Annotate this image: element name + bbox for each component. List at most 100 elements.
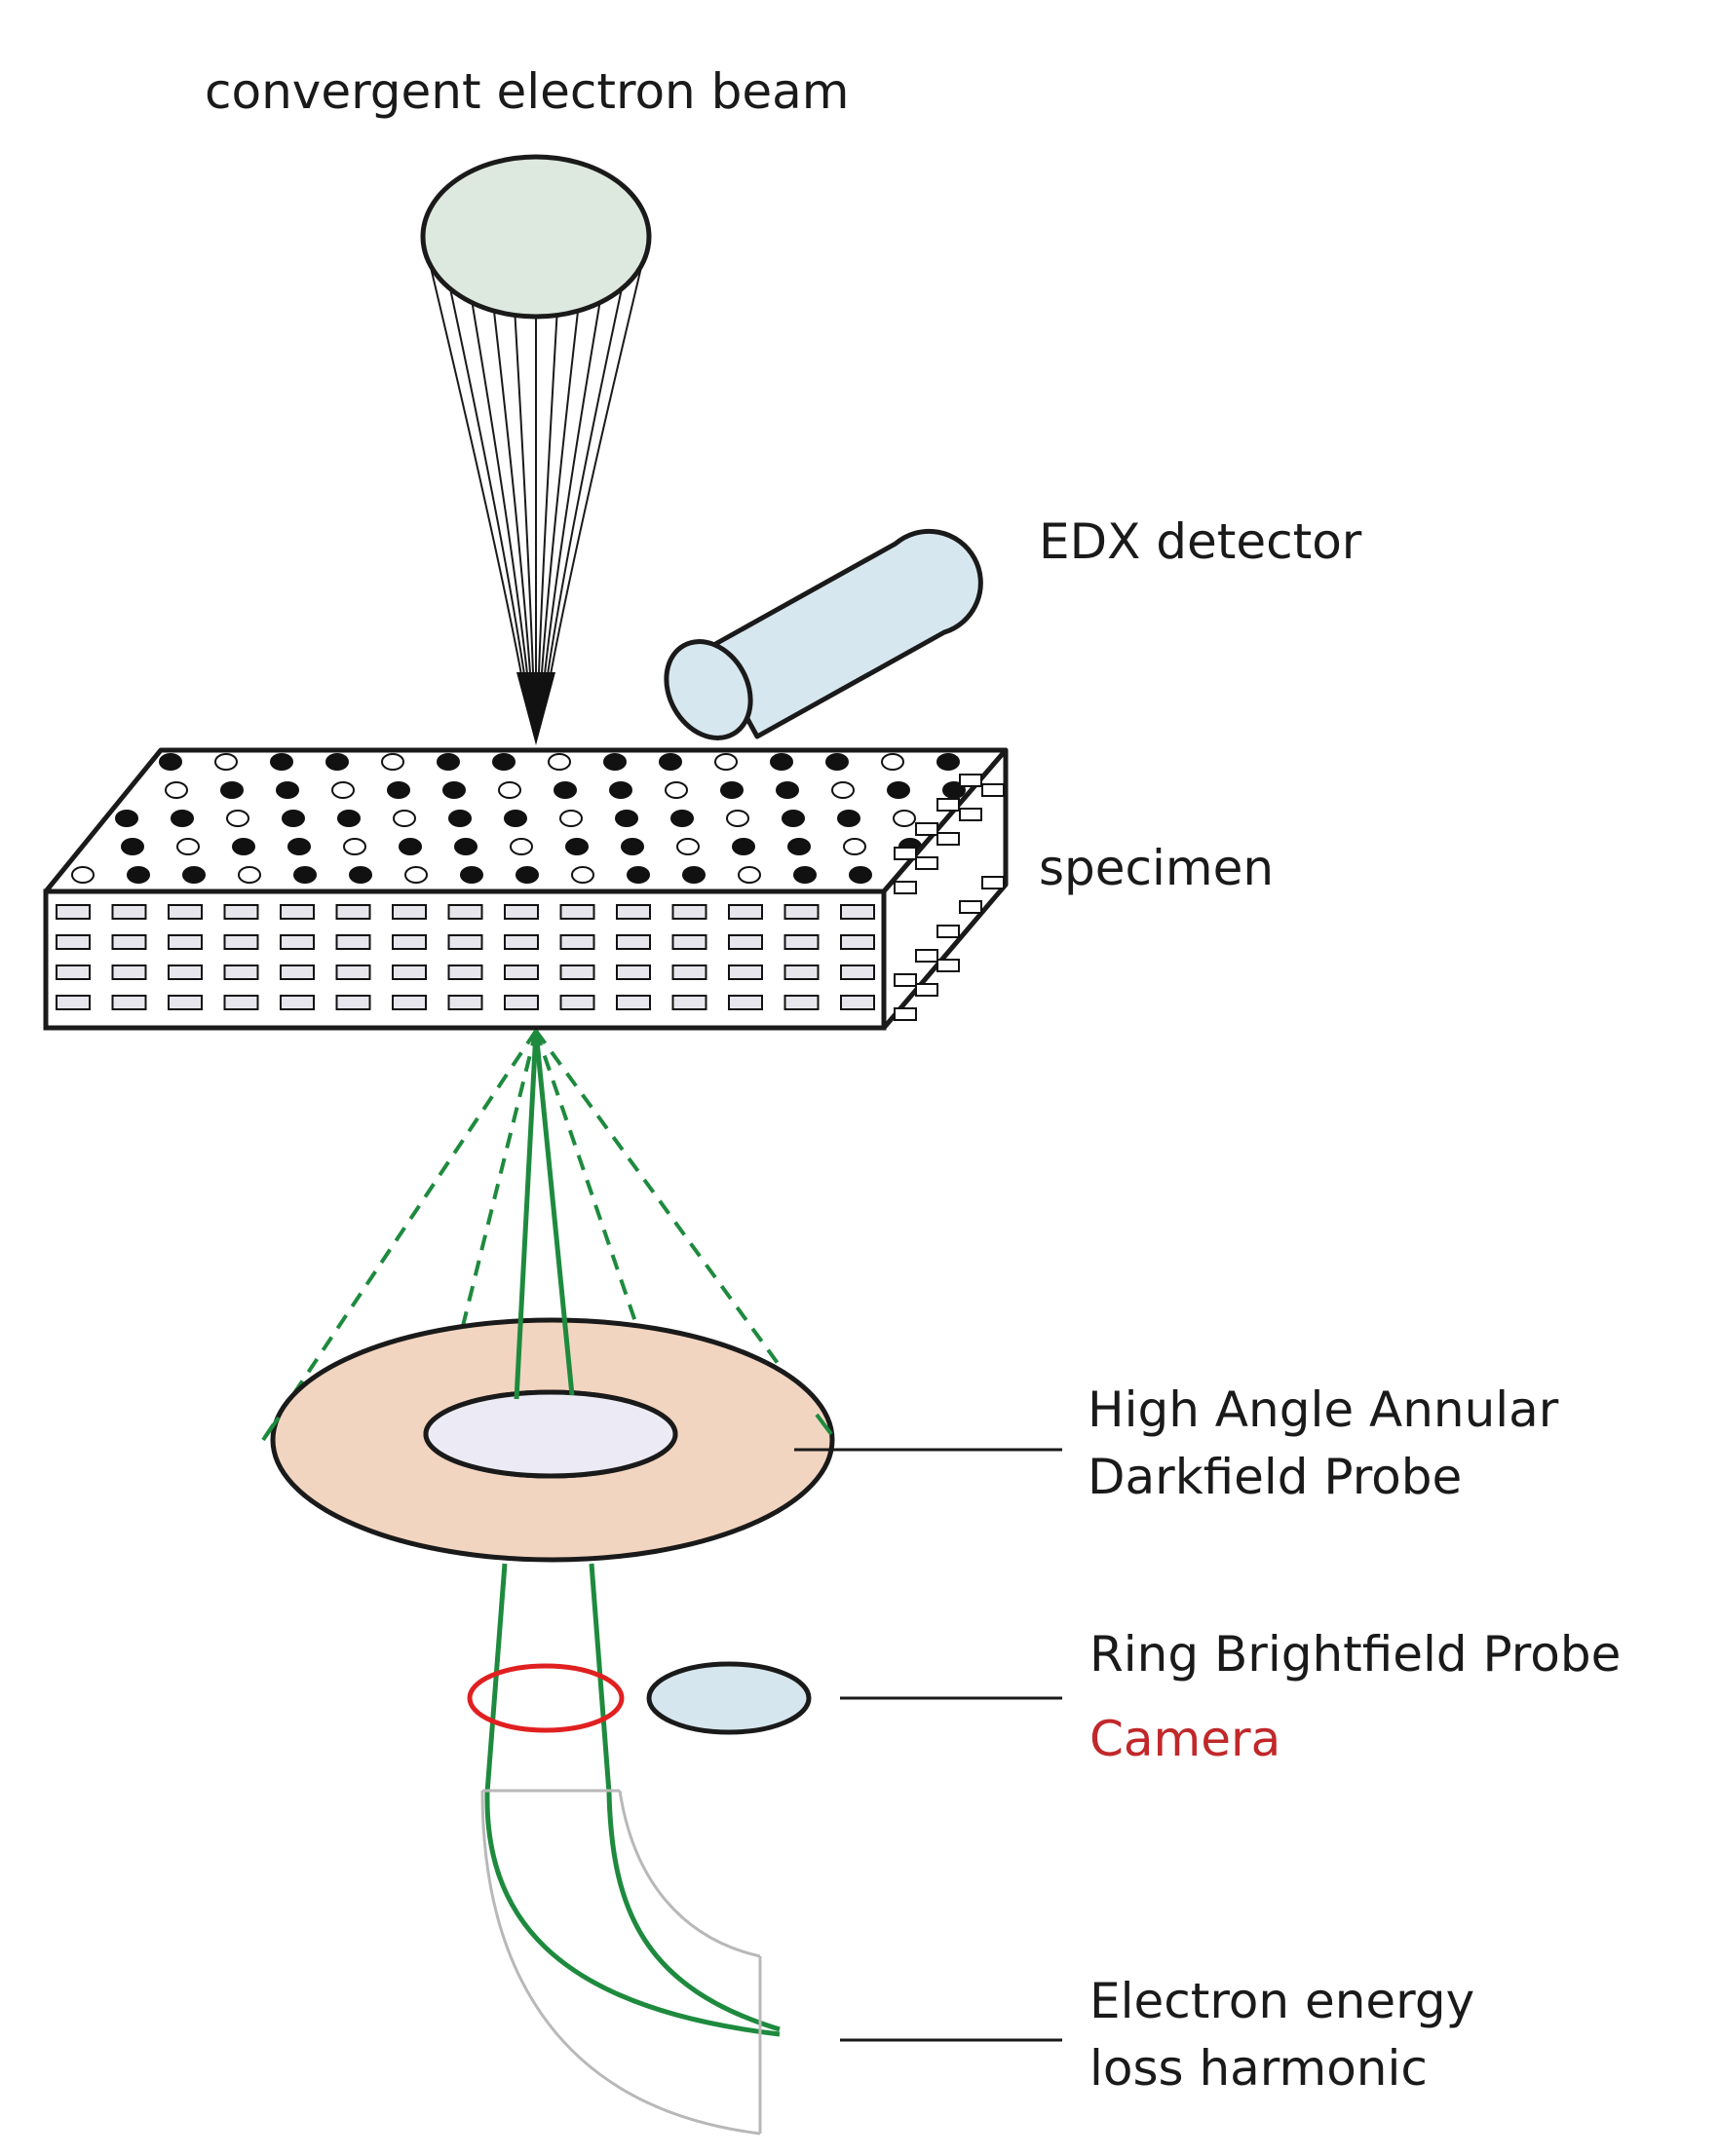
atom-site-filled <box>282 810 305 827</box>
lattice-cell <box>559 965 595 980</box>
label-edx-detector: EDX detector <box>1039 513 1362 570</box>
lattice-cell-side <box>894 847 917 860</box>
lattice-cell <box>223 904 259 920</box>
atom-site-open <box>881 753 904 771</box>
atom-site-filled <box>276 781 299 799</box>
beam-ray <box>425 246 524 683</box>
lattice-cell <box>728 965 763 980</box>
atom-site-open <box>548 753 571 771</box>
lattice-cell <box>335 904 371 920</box>
atom-site-filled <box>793 866 817 884</box>
atom-site-filled <box>437 753 460 771</box>
lattice-cell <box>728 904 763 920</box>
atom-site-open <box>714 753 738 771</box>
lattice-cell <box>168 995 203 1010</box>
atom-site-open <box>393 810 416 827</box>
atom-site-open <box>71 866 95 884</box>
lattice-cell <box>111 995 147 1010</box>
atom-site-open <box>238 866 261 884</box>
atom-site-filled <box>621 838 644 855</box>
atom-site-filled <box>720 781 744 799</box>
atom-site-open <box>214 753 238 771</box>
lattice-cell <box>447 934 483 950</box>
lattice-cell-side <box>915 949 938 963</box>
beam-focus-tip <box>516 672 555 745</box>
lattice-cell <box>671 934 707 950</box>
lattice-cell <box>447 965 483 980</box>
atom-site-filled <box>609 781 632 799</box>
lattice-cell <box>559 995 595 1010</box>
label-camera: Camera <box>1089 1711 1281 1767</box>
atom-site-filled <box>670 810 694 827</box>
lattice-cell <box>504 934 539 950</box>
atom-site-filled <box>293 866 317 884</box>
label-eels-line1: Electron energy <box>1089 1973 1475 2029</box>
lattice-cell <box>392 995 427 1010</box>
lattice-cell <box>56 995 91 1010</box>
atom-site-filled <box>682 866 706 884</box>
lattice-cell <box>56 934 91 950</box>
lattice-cell <box>504 904 539 920</box>
lattice-cell <box>559 934 595 950</box>
atom-site-filled <box>159 753 182 771</box>
label-convergent-electron-beam: convergent electron beam <box>205 63 850 120</box>
beam-source-disc <box>420 154 652 320</box>
lattice-cell <box>335 965 371 980</box>
atom-site-filled <box>770 753 793 771</box>
lattice-cell <box>783 965 820 980</box>
central-beams <box>514 1030 575 1400</box>
lattice-cell <box>280 904 315 920</box>
lattice-cell <box>223 965 259 980</box>
lattice-cell-side <box>894 1007 917 1021</box>
lattice-cell <box>392 904 427 920</box>
atom-site-filled <box>825 753 849 771</box>
lattice-cell <box>504 995 539 1010</box>
lattice-cell <box>111 934 147 950</box>
lattice-cell <box>223 934 259 950</box>
beam-ray <box>492 302 532 683</box>
edx-detector-icon <box>664 528 983 740</box>
atom-site-open <box>571 866 594 884</box>
atom-site-filled <box>887 781 910 799</box>
specimen-block <box>43 747 1009 1031</box>
atom-site-filled <box>504 810 527 827</box>
atom-site-filled <box>849 866 872 884</box>
lattice-cell-side <box>915 983 938 997</box>
atom-site-open <box>381 753 404 771</box>
lattice-cell <box>728 934 763 950</box>
atom-site-open <box>343 838 366 855</box>
lattice-cell <box>840 934 875 950</box>
atom-site-filled <box>270 753 293 771</box>
atom-site-filled <box>565 838 589 855</box>
atom-site-open <box>404 866 428 884</box>
lattice-cell <box>280 934 315 950</box>
atom-site-open <box>226 810 249 827</box>
atom-site-open <box>726 810 749 827</box>
lattice-cell <box>671 995 707 1010</box>
lattice-cell <box>671 904 707 920</box>
lattice-cell <box>168 904 203 920</box>
label-eels-line2: loss harmonic <box>1089 2040 1428 2097</box>
lattice-cell <box>111 965 147 980</box>
scattered-beam-tips <box>261 1413 833 1442</box>
atom-site-filled <box>442 781 466 799</box>
lattice-cell <box>280 995 315 1010</box>
lattice-cell <box>783 995 820 1010</box>
lattice-cell <box>504 965 539 980</box>
lattice-cell-side <box>915 822 938 836</box>
lattice-cell-side <box>936 798 960 812</box>
lattice-cell <box>840 995 875 1010</box>
beam-ray <box>470 293 529 683</box>
atom-site-filled <box>232 838 255 855</box>
lattice-cell <box>111 904 147 920</box>
label-haadf-probe: High Angle Annular Darkfield Probe <box>1088 1377 1558 1511</box>
lattice-cell-side <box>894 973 917 987</box>
atom-site-filled <box>182 866 206 884</box>
lattice-cell <box>840 965 875 980</box>
atom-site-open <box>559 810 583 827</box>
label-specimen: specimen <box>1039 840 1275 896</box>
lattice-cell <box>56 904 91 920</box>
lattice-cell <box>447 904 483 920</box>
beam-ray <box>537 307 558 683</box>
atom-site-filled <box>127 866 150 884</box>
